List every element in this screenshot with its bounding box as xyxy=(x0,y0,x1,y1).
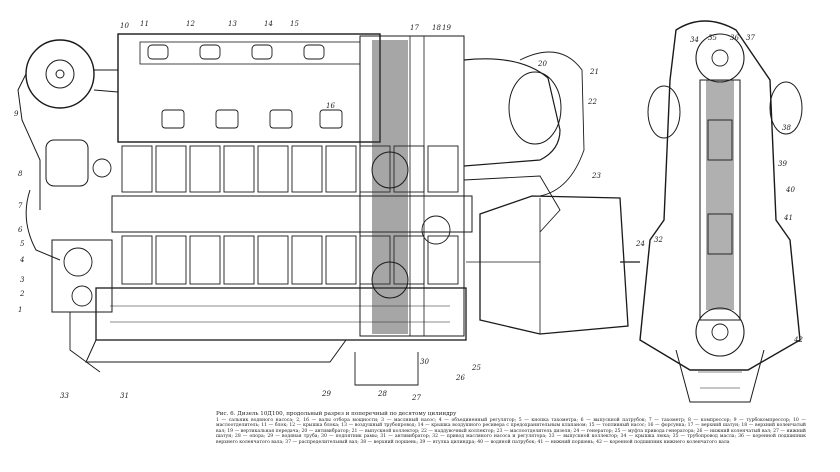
callout-20: 20 xyxy=(537,60,547,68)
callout-12: 12 xyxy=(186,20,195,28)
upper-crankshaft xyxy=(695,33,745,83)
callout-13: 13 xyxy=(228,20,237,28)
lower-piston xyxy=(707,213,733,255)
callout-16: 16 xyxy=(326,102,335,110)
callout-33: 33 xyxy=(60,392,69,400)
callout-10: 10 xyxy=(120,22,129,30)
callout-40: 40 xyxy=(785,186,795,194)
callout-25: 25 xyxy=(471,364,481,372)
callout-26: 26 xyxy=(455,374,465,382)
water-pump xyxy=(63,247,93,277)
callout-2: 2 xyxy=(19,290,25,298)
figure-caption: Рис. 6. Дизель 10Д100, продольный разрез… xyxy=(216,411,806,445)
base-frame xyxy=(95,287,467,341)
callout-4: 4 xyxy=(19,256,24,264)
cross-section xyxy=(639,20,803,403)
longitudinal-section xyxy=(17,33,640,386)
tachometer xyxy=(92,158,112,178)
callout-14: 14 xyxy=(264,20,273,28)
callout-11: 11 xyxy=(140,20,149,28)
upper-block xyxy=(117,33,381,143)
middle-block-band xyxy=(111,195,473,233)
callout-31: 31 xyxy=(120,392,129,400)
callout-9: 9 xyxy=(14,110,19,118)
callout-6: 6 xyxy=(18,226,23,234)
callout-21: 21 xyxy=(589,68,599,76)
oil-pump xyxy=(71,285,93,307)
callout-22: 22 xyxy=(587,98,597,106)
callout-23: 23 xyxy=(591,172,601,180)
caption-title: Рис. 6. Дизель 10Д100, продольный разрез… xyxy=(216,411,457,417)
lower-crankshaft xyxy=(695,307,745,357)
callout-36: 36 xyxy=(730,34,739,42)
callout-41: 41 xyxy=(783,214,793,222)
generator xyxy=(479,195,629,335)
caption-legend: 1 — сальник водяного насоса; 2, 16 — вал… xyxy=(216,418,806,445)
front-end-drive xyxy=(51,239,113,313)
compressor xyxy=(45,139,89,187)
callout-17: 17 xyxy=(410,24,419,32)
callout-32: 32 xyxy=(654,236,663,244)
callout-3: 3 xyxy=(20,276,25,284)
charge-manifold xyxy=(519,51,585,197)
upper-piston xyxy=(707,119,733,161)
callout-27: 27 xyxy=(411,394,421,402)
callout-30: 30 xyxy=(420,358,429,366)
callout-15: 15 xyxy=(290,20,299,28)
callout-7: 7 xyxy=(18,202,23,210)
receiver-cover-row xyxy=(147,44,343,129)
callout-5: 5 xyxy=(20,240,25,248)
callout-37: 37 xyxy=(746,34,755,42)
oil-sump xyxy=(85,339,347,363)
callout-18: 18 xyxy=(432,24,441,32)
callout-34: 34 xyxy=(690,36,699,44)
vertical-drive-shaft xyxy=(409,35,425,337)
callout-8: 8 xyxy=(18,170,23,178)
callout-28: 28 xyxy=(377,390,387,398)
block-cover-strip xyxy=(139,41,361,65)
turbocharger xyxy=(25,39,95,109)
cross-section-outline xyxy=(639,20,801,371)
callout-1: 1 xyxy=(18,306,22,314)
callout-39: 39 xyxy=(778,160,787,168)
callout-29: 29 xyxy=(321,390,331,398)
callout-38: 38 xyxy=(782,124,791,132)
exhaust-manifold xyxy=(463,58,561,167)
callout-35: 35 xyxy=(708,34,717,42)
callout-19: 19 xyxy=(442,24,451,32)
cylinder-liner xyxy=(699,79,741,321)
callout-24: 24 xyxy=(635,240,645,248)
callout-42: 42 xyxy=(793,336,803,344)
